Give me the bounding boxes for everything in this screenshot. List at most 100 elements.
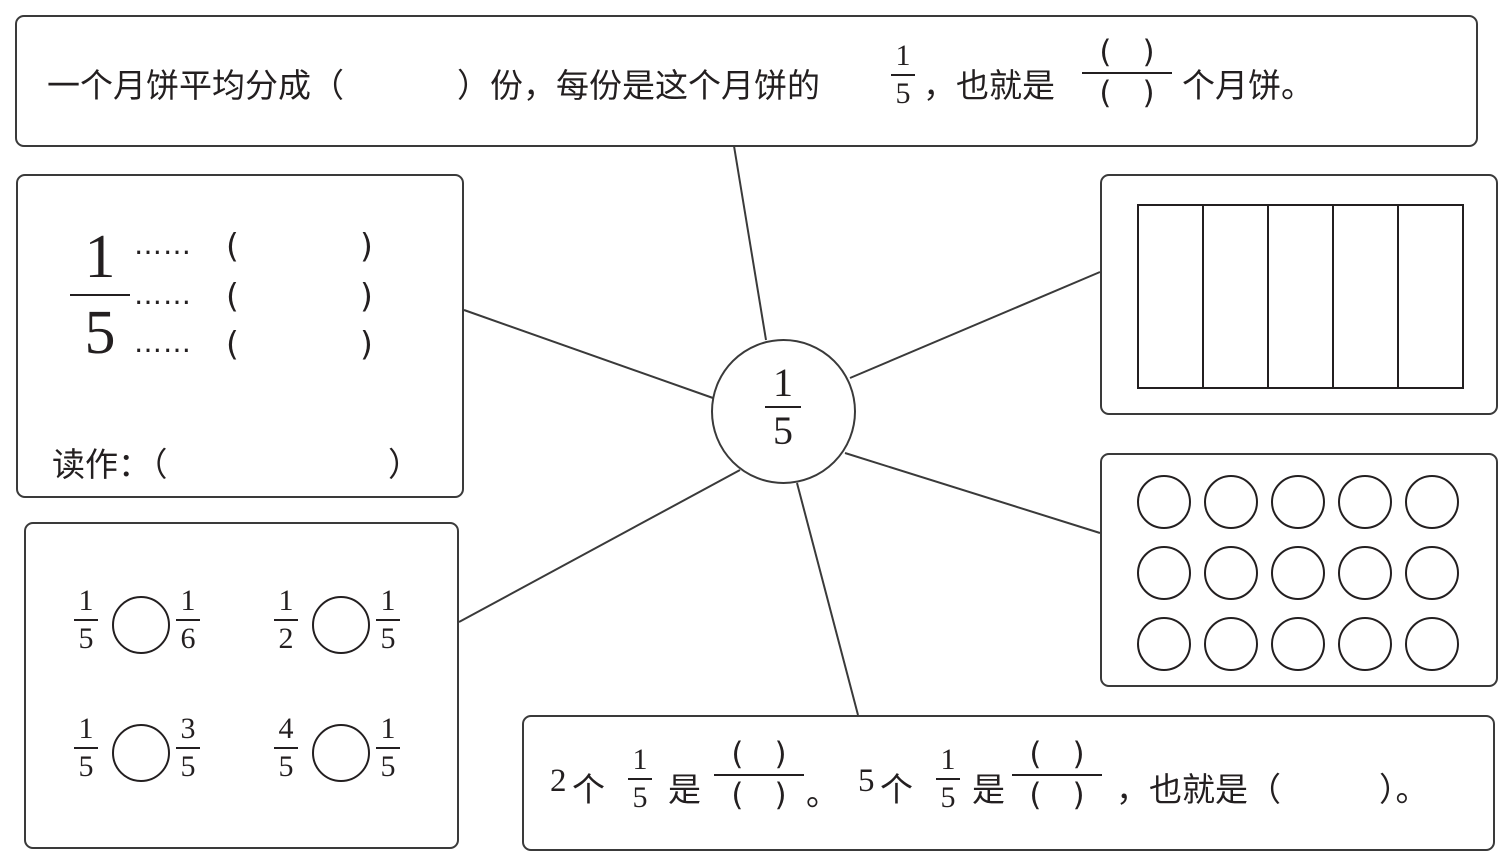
bottom-ge-2: 个 xyxy=(880,770,913,809)
bottom-shi-2: 是 xyxy=(972,770,1005,809)
circle-part xyxy=(1405,475,1459,529)
dots-bar: …… xyxy=(134,278,192,311)
top-fraction: 1 5 xyxy=(883,41,923,109)
line-to-top xyxy=(733,145,767,341)
rectangle-part xyxy=(1269,206,1334,387)
circle-part xyxy=(1405,546,1459,600)
rectangle-model-box xyxy=(1100,174,1498,415)
dots-numerator: …… xyxy=(134,228,192,261)
top-blank-top[interactable]: ( ) xyxy=(1099,34,1155,70)
line-to-bottom xyxy=(796,482,859,716)
compare-right-denominator: 5 xyxy=(180,750,196,783)
center-numerator: 1 xyxy=(773,360,793,405)
compare-answer-circle[interactable] xyxy=(112,724,170,782)
divided-rectangle xyxy=(1137,204,1464,389)
read-as-close: ） xyxy=(388,445,421,484)
bottom-f1-numerator: 1 xyxy=(632,743,648,776)
bottom-text-close: ）。 xyxy=(1379,770,1429,809)
top-frac-denominator: 5 xyxy=(895,77,911,110)
bottom-blank1-top[interactable]: ( ) xyxy=(731,736,787,772)
bottom-fraction-2: 1 5 xyxy=(928,745,968,813)
top-text-d: 个月饼。 xyxy=(1182,66,1314,105)
top-blank-fraction[interactable]: ( ) ( ) xyxy=(1082,37,1172,109)
circle-part xyxy=(1338,475,1392,529)
compare-right-numerator: 3 xyxy=(180,712,196,745)
bottom-sep: 。 xyxy=(806,774,839,813)
circle-part xyxy=(1204,617,1258,671)
big-fraction: 1 5 xyxy=(70,226,130,364)
bottom-num-5: 5 xyxy=(858,763,875,799)
bottom-num-2: 2 xyxy=(550,763,567,799)
circle-part xyxy=(1204,546,1258,600)
bottom-blank2-top[interactable]: ( ) xyxy=(1029,736,1085,772)
rectangle-part xyxy=(1334,206,1399,387)
dots-denominator: …… xyxy=(134,326,192,359)
circle-part xyxy=(1405,617,1459,671)
bottom-f1-denominator: 5 xyxy=(632,781,648,814)
circle-part xyxy=(1338,617,1392,671)
bottom-blank1-bottom[interactable]: ( ) xyxy=(731,777,787,813)
circle-part xyxy=(1137,475,1191,529)
bottom-shi-1: 是 xyxy=(668,770,701,809)
line-to-circles xyxy=(844,452,1101,534)
read-as-label: 读作：（ xyxy=(52,445,168,484)
big-numerator: 1 xyxy=(84,223,116,291)
rectangle-part xyxy=(1139,206,1204,387)
paren-open-3: ( xyxy=(226,324,239,363)
compare-left-denominator: 5 xyxy=(78,622,94,655)
bottom-fraction-1: 1 5 xyxy=(620,745,660,813)
rectangle-part xyxy=(1399,206,1462,387)
bottom-ge-1: 个 xyxy=(572,770,605,809)
center-denominator: 5 xyxy=(773,408,793,453)
top-frac-numerator: 1 xyxy=(895,39,911,72)
circle-part xyxy=(1271,475,1325,529)
circle-part xyxy=(1271,546,1325,600)
bottom-blank-fraction-2[interactable]: ( ) ( ) xyxy=(1012,739,1102,811)
compare-right-numerator: 1 xyxy=(180,584,196,617)
bottom-f2-numerator: 1 xyxy=(940,743,956,776)
center-fraction: 1 5 xyxy=(763,363,803,451)
big-denominator: 5 xyxy=(84,299,116,367)
bottom-statement-box: 2 个 1 5 是 ( ) ( ) 。 5 个 1 5 是 ( ) ( ) ，也… xyxy=(522,715,1495,851)
compare-left-denominator: 2 xyxy=(278,622,294,655)
top-blank-bottom[interactable]: ( ) xyxy=(1099,75,1155,111)
compare-right-denominator: 5 xyxy=(380,622,396,655)
top-text-a: 一个月饼平均分成（ xyxy=(47,66,344,105)
compare-answer-circle[interactable] xyxy=(312,724,370,782)
line-to-parts xyxy=(463,309,714,399)
center-circle: 1 5 xyxy=(711,339,856,484)
compare-left-denominator: 5 xyxy=(278,750,294,783)
circles-model-box xyxy=(1100,453,1498,687)
bottom-blank2-bottom[interactable]: ( ) xyxy=(1029,777,1085,813)
circle-part xyxy=(1137,617,1191,671)
fraction-parts-box: 1 5 …… …… …… ( ) ( ) ( ) 读作：（ ） xyxy=(16,174,464,498)
line-to-rectangle xyxy=(849,271,1101,379)
compare-answer-circle[interactable] xyxy=(312,596,370,654)
top-text-b: ）份，每份是这个月饼的 xyxy=(457,66,820,105)
compare-right-numerator: 1 xyxy=(380,584,396,617)
bottom-text-also: ，也就是（ xyxy=(1116,770,1281,809)
compare-right-numerator: 1 xyxy=(380,712,396,745)
paren-close-3: ) xyxy=(360,324,373,363)
bottom-f2-denominator: 5 xyxy=(940,781,956,814)
paren-open-1: ( xyxy=(226,226,239,265)
paren-open-2: ( xyxy=(226,276,239,315)
circle-part xyxy=(1137,546,1191,600)
line-to-compare xyxy=(458,469,741,623)
paren-close-2: ) xyxy=(360,276,373,315)
bottom-blank-fraction-1[interactable]: ( ) ( ) xyxy=(714,739,804,811)
compare-left-denominator: 5 xyxy=(78,750,94,783)
circle-part xyxy=(1271,617,1325,671)
top-text-c: ，也就是 xyxy=(923,66,1055,105)
compare-answer-circle[interactable] xyxy=(112,596,170,654)
